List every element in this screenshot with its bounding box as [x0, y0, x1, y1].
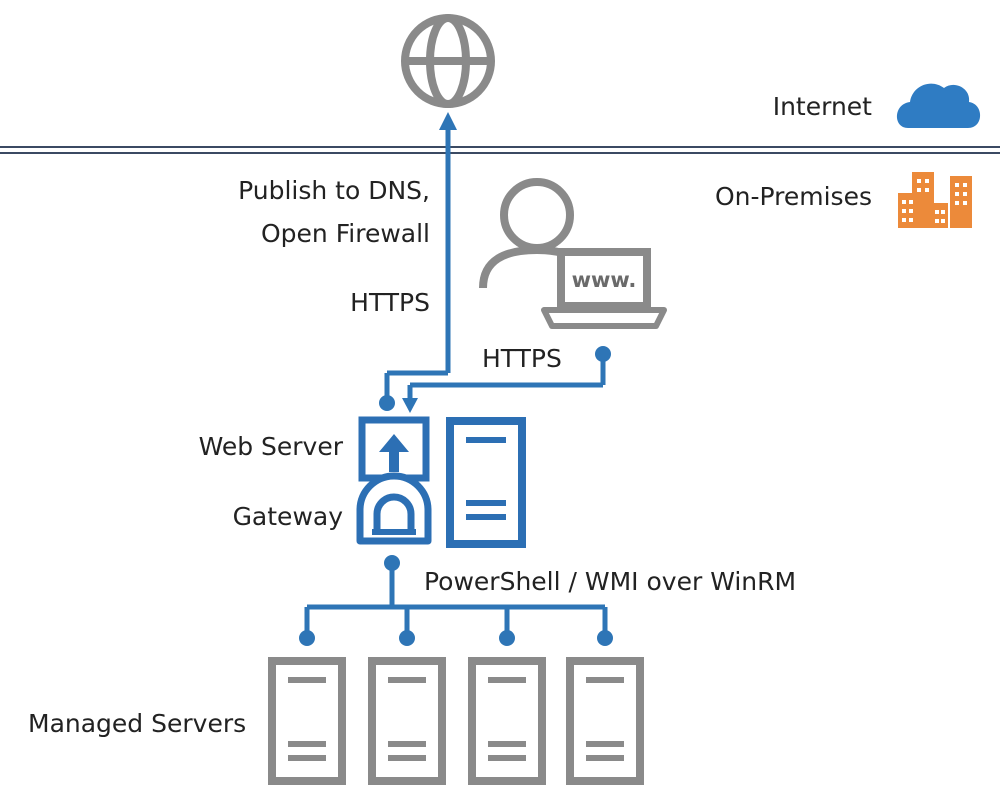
buildings-icon [898, 172, 972, 228]
boundary-line [0, 146, 1000, 154]
https-user-label: HTTPS [482, 344, 562, 373]
connector-winrm-dots [299, 555, 613, 646]
protocol-label: PowerShell / WMI over WinRM [424, 567, 797, 596]
managed-server-icon [566, 657, 644, 785]
laptop-icon: www. [541, 248, 667, 329]
web-server-upload-icon [358, 416, 430, 482]
managed-servers-label: Managed Servers [28, 709, 247, 738]
publish-label-line2: Open Firewall [261, 219, 430, 248]
connector-outbound-https [379, 112, 457, 411]
gateway-icon [356, 472, 432, 545]
managed-server-icon [368, 657, 446, 785]
gateway-label: Gateway [232, 502, 343, 531]
managed-server-icon [268, 657, 346, 785]
zone-label-on-premises: On-Premises [714, 182, 872, 211]
browser-url-text: www. [572, 268, 637, 292]
publish-label-line1: Publish to DNS, [238, 176, 430, 205]
connector-user-https [402, 346, 611, 413]
web-server-label: Web Server [198, 432, 343, 461]
zone-label-internet: Internet [772, 92, 872, 121]
managed-server-icon [468, 657, 546, 785]
https-outbound-label: HTTPS [350, 288, 430, 317]
gateway-host-server-icon [446, 417, 526, 548]
cloud-icon [896, 83, 981, 128]
globe-icon [401, 14, 495, 108]
